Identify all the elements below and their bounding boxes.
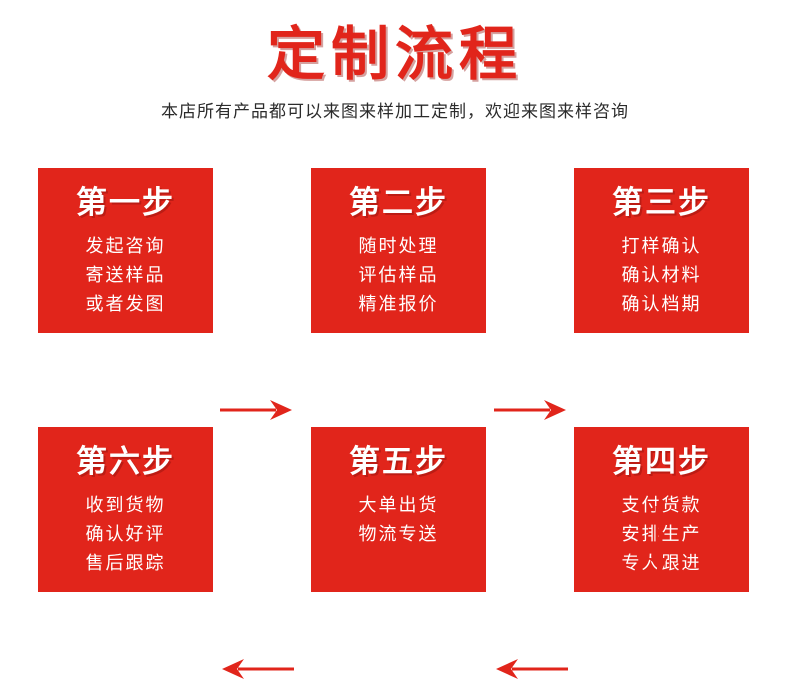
arrow-down-step3-to-step4 [645, 506, 669, 584]
step-5-title: 第五步 [349, 444, 448, 480]
step-2-line-2: 评估样品 [358, 265, 439, 286]
step-3-line-3: 确认档期 [621, 294, 702, 315]
page-subtitle: 本店所有产品都可以来图来样加工定制，欢迎来图来样咨询 [161, 102, 629, 122]
step-3-line-1: 打样确认 [621, 236, 702, 257]
step-1-line-1: 发起咨询 [85, 236, 166, 257]
step-3-line-2: 确认材料 [621, 265, 702, 286]
step-1-line-3: 或者发图 [85, 294, 166, 315]
step-1-line-2: 寄送样品 [85, 265, 166, 286]
step-6-lines: 收到货物 确认好评 售后跟踪 [38, 483, 213, 578]
arrow-left-step4-to-step5 [494, 658, 568, 680]
step-6-line-3: 售后跟踪 [85, 553, 166, 574]
step-1-title: 第一步 [76, 185, 175, 221]
arrow-right-step2-to-step3 [494, 399, 568, 421]
step-6-line-2: 确认好评 [85, 524, 166, 545]
step-4-line-1: 支付货款 [621, 495, 702, 516]
step-3-lines: 打样确认 确认材料 确认档期 [574, 224, 749, 319]
step-1-lines: 发起咨询 寄送样品 或者发图 [38, 224, 213, 319]
step-5-line-1: 大单出货 [358, 495, 439, 516]
header: 定制流程 本店所有产品都可以来图来样加工定制，欢迎来图来样咨询 [0, 0, 790, 124]
step-2-line-3: 精准报价 [358, 294, 439, 315]
step-3-title: 第三步 [612, 185, 711, 221]
process-flow: 第一步 发起咨询 寄送样品 或者发图 第二步 随时处理 评估样品 精准报价 第三… [0, 168, 790, 679]
step-5-lines: 大单出货 物流专送 [311, 483, 486, 549]
step-4-line-2: 安排生产 [621, 524, 702, 545]
step-card-6: 第六步 收到货物 确认好评 售后跟踪 [38, 427, 213, 592]
step-5-line-2: 物流专送 [358, 524, 439, 545]
step-4-lines: 支付货款 安排生产 专人跟进 [574, 483, 749, 578]
arrow-left-step5-to-step6 [220, 658, 294, 680]
step-card-5: 第五步 大单出货 物流专送 [311, 427, 486, 592]
step-2-line-1: 随时处理 [358, 236, 439, 257]
page-title: 定制流程 [266, 20, 523, 88]
step-6-title: 第六步 [76, 444, 175, 480]
arrow-right-step1-to-step2 [220, 399, 294, 421]
step-6-line-1: 收到货物 [85, 495, 166, 516]
step-card-3: 第三步 打样确认 确认材料 确认档期 [574, 168, 749, 333]
step-card-1: 第一步 发起咨询 寄送样品 或者发图 [38, 168, 213, 333]
step-card-2: 第二步 随时处理 评估样品 精准报价 [311, 168, 486, 333]
step-4-title: 第四步 [612, 444, 711, 480]
step-2-title: 第二步 [349, 185, 448, 221]
step-2-lines: 随时处理 评估样品 精准报价 [311, 224, 486, 319]
